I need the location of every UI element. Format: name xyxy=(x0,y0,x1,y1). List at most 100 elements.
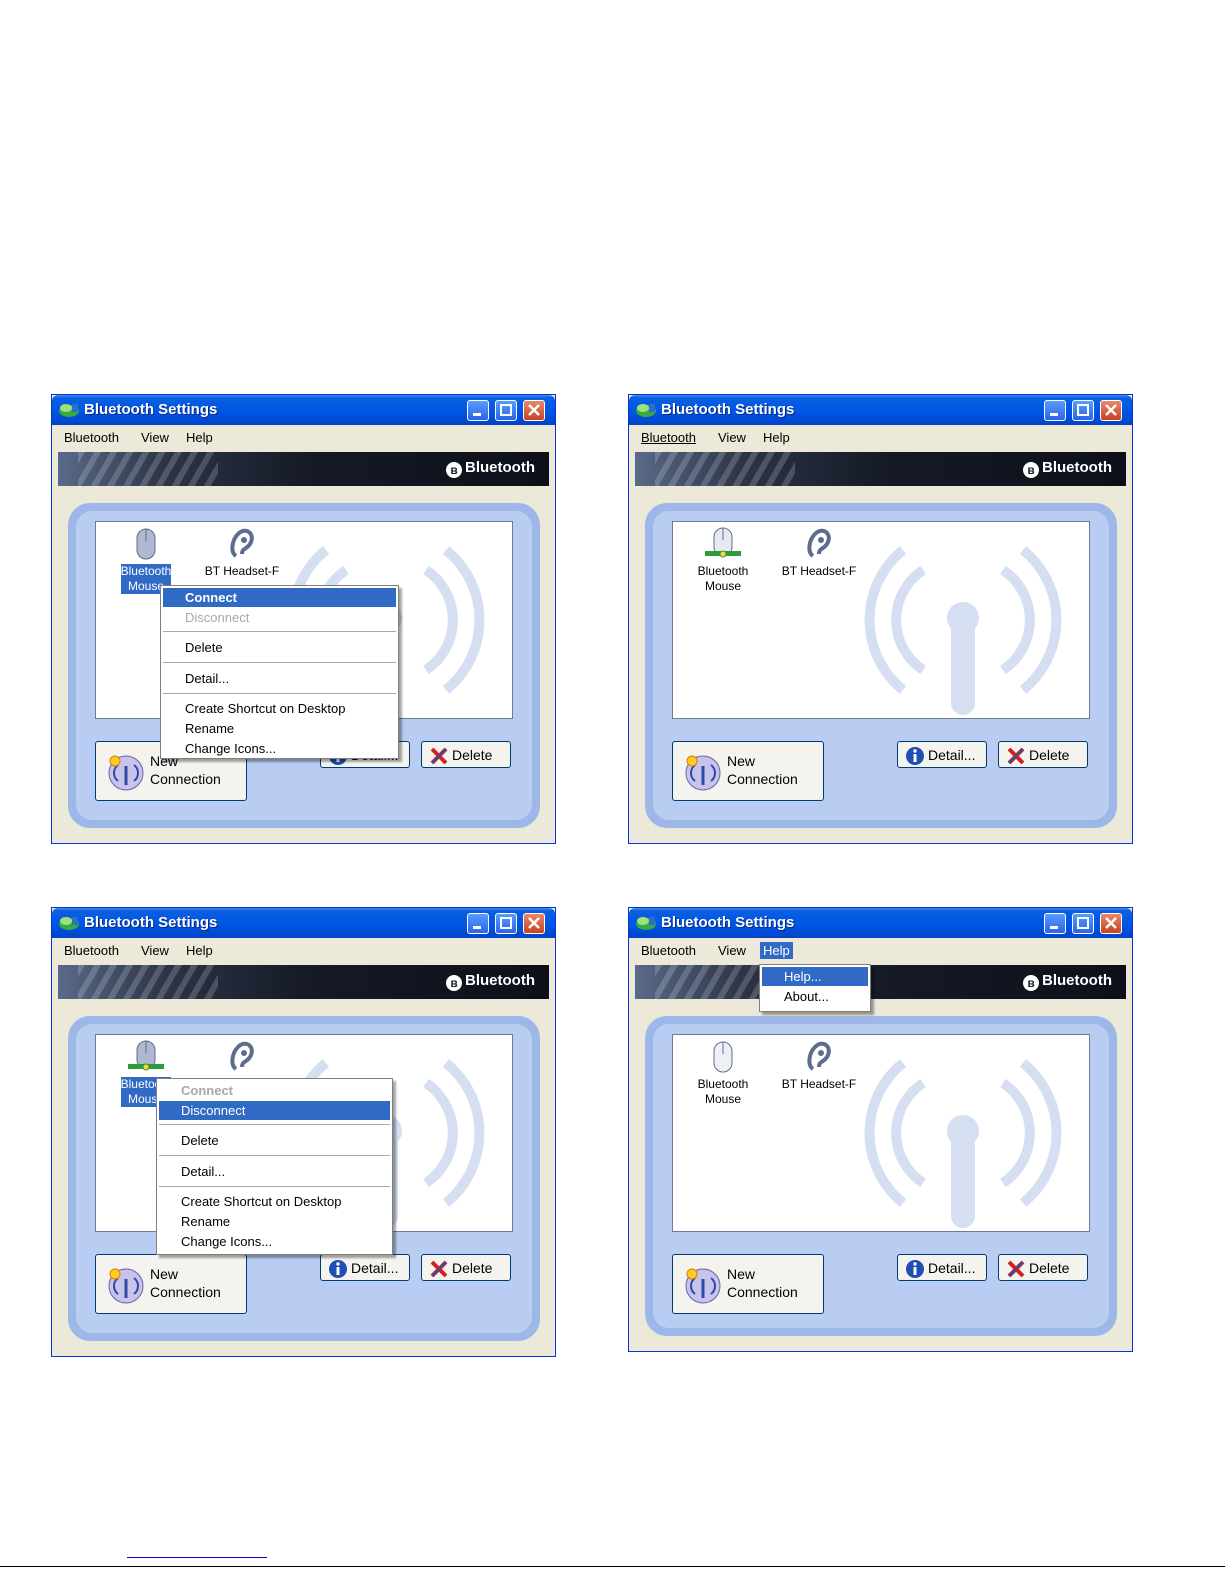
delete-x-icon xyxy=(430,747,448,765)
menu-connect[interactable]: Connect xyxy=(163,588,396,607)
mouse-icon xyxy=(136,528,156,560)
maximize-button[interactable] xyxy=(1072,400,1094,421)
menu-bluetooth[interactable]: Bluetooth xyxy=(641,943,696,958)
minimize-button[interactable] xyxy=(1044,913,1066,934)
menu-rename[interactable]: Rename xyxy=(185,721,235,736)
window-title: Bluetooth Settings xyxy=(661,401,795,418)
menu-disconnect[interactable]: Disconnect xyxy=(159,1101,390,1120)
title-bar[interactable]: Bluetooth Settings xyxy=(629,395,1132,425)
maximize-button[interactable] xyxy=(1072,913,1094,934)
menu-help[interactable]: Help xyxy=(760,942,793,959)
menu-view[interactable]: View xyxy=(718,943,746,958)
maximize-button[interactable] xyxy=(495,913,517,934)
minimize-button[interactable] xyxy=(1044,400,1066,421)
mouse-connected-icon xyxy=(128,1040,164,1071)
menu-delete[interactable]: Delete xyxy=(181,1133,219,1148)
minimize-button[interactable] xyxy=(467,400,489,421)
device-label: BT Headset-F xyxy=(204,564,280,578)
signal-waves-icon xyxy=(864,546,1062,715)
menu-rename[interactable]: Rename xyxy=(181,1214,231,1229)
device-bt-headset[interactable]: BT Headset-F xyxy=(779,526,859,579)
bluetooth-icon: ʙ xyxy=(446,975,463,991)
bluetooth-icon: ʙ xyxy=(1023,975,1040,991)
delete-button[interactable]: Delete xyxy=(421,1254,511,1281)
menu-create-shortcut[interactable]: Create Shortcut on Desktop xyxy=(181,1194,342,1209)
bluetooth-app-icon xyxy=(636,404,656,417)
headset-icon xyxy=(807,528,831,558)
menu-help[interactable]: Help xyxy=(186,943,213,958)
delete-button[interactable]: Delete xyxy=(421,741,511,768)
menu-view[interactable]: View xyxy=(718,430,746,445)
menu-about[interactable]: About... xyxy=(784,989,829,1004)
detail-button[interactable]: Detail... xyxy=(897,1254,987,1281)
title-bar[interactable]: Bluetooth Settings xyxy=(52,908,555,938)
headset-icon xyxy=(230,528,254,558)
delete-button[interactable]: Delete xyxy=(998,1254,1088,1281)
close-button[interactable] xyxy=(523,913,545,934)
mouse-icon xyxy=(713,1041,733,1073)
menu-delete[interactable]: Delete xyxy=(185,640,223,655)
delete-x-icon xyxy=(430,1260,448,1278)
menu-bluetooth[interactable]: Bluetooth xyxy=(641,430,696,445)
detail-button[interactable]: Detail... xyxy=(897,741,987,768)
bluetooth-icon: ʙ xyxy=(1023,462,1040,478)
menu-help[interactable]: Help xyxy=(186,430,213,445)
bluetooth-settings-window-1: Bluetooth Settings Bluetooth View Help ʙ… xyxy=(51,394,556,844)
bluetooth-settings-window-4: Bluetooth Settings Bluetooth View Help ʙ… xyxy=(628,907,1133,1352)
bluetooth-settings-window-2: Bluetooth Settings Bluetooth View Help ʙ… xyxy=(628,394,1133,844)
new-connection-icon xyxy=(685,1268,721,1304)
new-connection-icon xyxy=(108,1268,144,1304)
menu-detail[interactable]: Detail... xyxy=(185,671,230,686)
menu-view[interactable]: View xyxy=(141,943,169,958)
info-icon xyxy=(906,747,924,765)
device-context-menu: Connect Disconnect Delete Detail... Crea… xyxy=(156,1078,393,1255)
window-title: Bluetooth Settings xyxy=(84,914,218,931)
delete-button[interactable]: Delete xyxy=(998,741,1088,768)
menu-view[interactable]: View xyxy=(141,430,169,445)
menu-change-icons[interactable]: Change Icons... xyxy=(185,741,277,756)
device-label: BT Headset-F xyxy=(781,564,857,578)
title-bar[interactable]: Bluetooth Settings xyxy=(629,908,1132,938)
close-button[interactable] xyxy=(523,400,545,421)
device-bt-headset[interactable]: BT Headset-F xyxy=(202,526,282,579)
menu-help-topics[interactable]: Help... xyxy=(762,967,868,986)
menu-bluetooth[interactable]: Bluetooth xyxy=(64,943,119,958)
detail-button[interactable]: Detail... xyxy=(320,1254,410,1281)
menu-change-icons[interactable]: Change Icons... xyxy=(181,1234,273,1249)
maximize-button[interactable] xyxy=(495,400,517,421)
menu-detail[interactable]: Detail... xyxy=(181,1164,226,1179)
close-button[interactable] xyxy=(1100,400,1122,421)
delete-x-icon xyxy=(1007,747,1025,765)
menu-bluetooth[interactable]: Bluetooth xyxy=(64,430,119,445)
menu-connect: Connect xyxy=(181,1083,233,1098)
menu-bar: Bluetooth View Help xyxy=(52,938,555,963)
menu-create-shortcut[interactable]: Create Shortcut on Desktop xyxy=(185,701,346,716)
title-bar[interactable]: Bluetooth Settings xyxy=(52,395,555,425)
device-bt-headset[interactable]: BT Headset-F xyxy=(779,1039,859,1092)
info-icon xyxy=(329,1260,347,1278)
minimize-button[interactable] xyxy=(467,913,489,934)
footer-link-underline xyxy=(127,1557,267,1558)
bluetooth-app-icon xyxy=(59,917,79,930)
menu-help[interactable]: Help xyxy=(763,430,790,445)
close-button[interactable] xyxy=(1100,913,1122,934)
